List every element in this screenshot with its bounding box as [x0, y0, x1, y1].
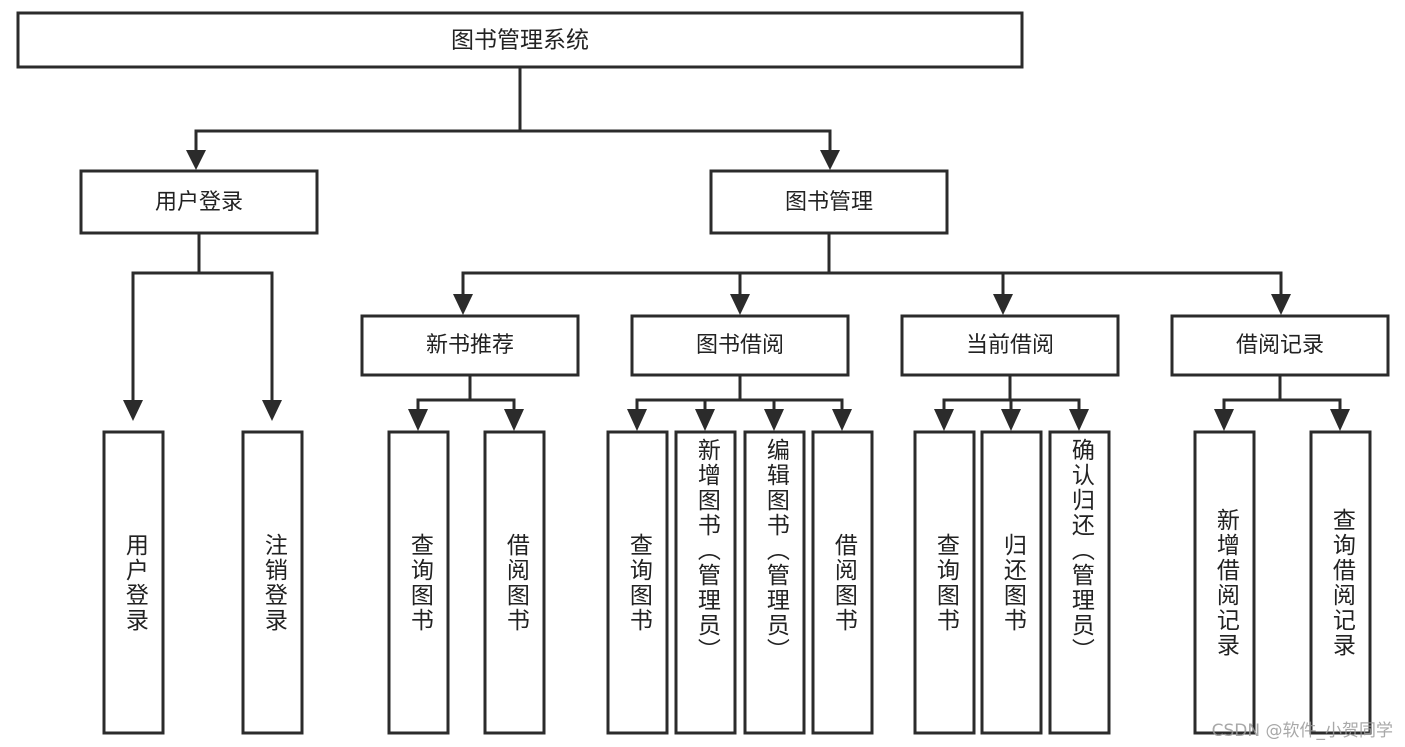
node-root-label: 图书管理系统: [451, 28, 589, 54]
arrow-head-leaf-add-borrow-record: [1214, 409, 1234, 431]
node-user-login[interactable]: 用户登录: [79, 169, 319, 235]
arrow-head-current-borrow: [993, 294, 1013, 315]
node-leaf-query-book-3-rect[interactable]: [913, 430, 976, 735]
node-leaf-user-login-rect[interactable]: [102, 430, 165, 735]
node-borrow-record-label: 借阅记录: [1236, 333, 1324, 358]
node-book-management-label: 图书管理: [785, 190, 873, 215]
arrow-head-leaf-add-book: [695, 409, 715, 431]
node-leaf-logout-login-rect[interactable]: [241, 430, 304, 735]
node-new-book-recommend-rect[interactable]: [360, 314, 580, 377]
node-leaf-edit-book-rect[interactable]: [743, 430, 806, 735]
arrow-head-leaf-user-login: [123, 400, 143, 421]
node-current-borrow-label: 当前借阅: [966, 333, 1054, 358]
node-leaf-query-book-2-rect[interactable]: [606, 430, 669, 735]
arrow-head-new-book-recommend: [453, 294, 473, 315]
node-borrow-record-rect[interactable]: [1170, 314, 1390, 377]
node-root[interactable]: 图书管理系统: [16, 11, 1024, 69]
node-leaf-confirm-return-rect[interactable]: [1048, 430, 1111, 735]
connector-group: [123, 65, 1350, 431]
node-current-borrow[interactable]: 当前借阅: [900, 314, 1120, 377]
arrow-head-leaf-query-book-2: [627, 409, 647, 431]
node-borrow-record[interactable]: 借阅记录: [1170, 314, 1390, 377]
arrow-head-leaf-query-book-3: [934, 409, 954, 431]
arrow-head-book-management: [820, 150, 840, 170]
node-leaf-query-borrow-record-rect[interactable]: [1309, 430, 1372, 735]
node-leaf-add-borrow-record-rect[interactable]: [1193, 430, 1256, 735]
arrow-head-leaf-return-book: [1001, 409, 1021, 431]
node-user-login-label: 用户登录: [155, 190, 243, 215]
arrow-head-leaf-query-book-1: [408, 409, 428, 431]
node-leaf-borrow-book-2-rect[interactable]: [811, 430, 874, 735]
node-book-management[interactable]: 图书管理: [709, 169, 949, 235]
arrow-head-leaf-borrow-book-2: [832, 409, 852, 431]
node-book-borrow-label: 图书借阅: [696, 333, 784, 358]
arrow-head-leaf-logout-login: [262, 400, 282, 421]
arrow-head-leaf-query-borrow-record: [1330, 409, 1350, 431]
arrow-head-leaf-borrow-book-1: [504, 409, 524, 431]
node-leaf-return-book-rect[interactable]: [980, 430, 1043, 735]
node-book-borrow[interactable]: 图书借阅: [630, 314, 850, 377]
arrow-head-user-login: [186, 150, 206, 170]
arrow-head-leaf-edit-book: [764, 409, 784, 431]
node-new-book-recommend-label: 新书推荐: [426, 333, 514, 358]
node-user-login-rect[interactable]: [79, 169, 319, 235]
node-new-book-recommend[interactable]: 新书推荐: [360, 314, 580, 377]
arrow-head-leaf-confirm-return: [1069, 409, 1089, 431]
node-root-rect[interactable]: [16, 11, 1024, 69]
arrow-head-borrow-record: [1271, 294, 1291, 315]
csdn-watermark: CSDN @软件_小贺同学: [1211, 721, 1393, 741]
node-book-management-rect[interactable]: [709, 169, 949, 235]
node-leaf-borrow-book-1-rect[interactable]: [483, 430, 546, 735]
node-current-borrow-rect[interactable]: [900, 314, 1120, 377]
node-leaf-query-book-1-rect[interactable]: [387, 430, 450, 735]
node-leaf-add-book-rect[interactable]: [674, 430, 737, 735]
node-book-borrow-rect[interactable]: [630, 314, 850, 377]
arrow-head-book-borrow: [730, 294, 750, 315]
